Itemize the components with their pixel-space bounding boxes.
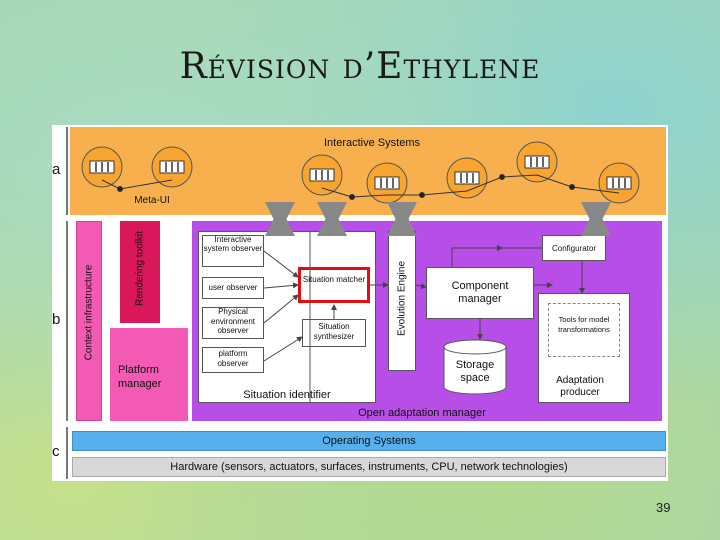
separator-b (66, 221, 68, 421)
row-label-c: c (52, 443, 60, 460)
tools-label: Tools for model transformations (558, 315, 610, 334)
row-b-connectors (263, 202, 611, 403)
row-label-a: a (52, 161, 61, 178)
user-observer-label: user observer (208, 283, 258, 292)
interactive-systems-label: Interactive Systems (324, 137, 420, 149)
operating-systems-bar (72, 431, 666, 451)
hardware-label: Hardware (sensors, actuators, surfaces, … (170, 461, 568, 473)
situation-synthesizer-label: Situation synthesizer (313, 322, 355, 341)
row-label-b: b (52, 311, 61, 328)
physical-environment-observer (202, 307, 264, 339)
operating-systems-label: Operating Systems (322, 435, 416, 447)
context-infrastructure-box (76, 221, 102, 421)
interactive-system-observer (202, 235, 264, 267)
page-number: 39 (656, 500, 671, 515)
component-manager-box (426, 267, 534, 319)
interactive-system-observer-label: Interactive system observer (203, 235, 263, 253)
adaptation-producer-label: Adaptation producer (556, 375, 604, 398)
physical-environment-observer-label: Physical environment observer (210, 307, 256, 335)
platform-manager-label: Platform manager (118, 364, 162, 390)
platform-observer-label: platform observer (217, 349, 249, 368)
user-observer (202, 277, 264, 299)
component-manager-label: Component manager (451, 280, 509, 305)
situation-synthesizer-box (302, 319, 366, 347)
configurator-label: Configurator (551, 244, 597, 253)
situation-identifier-label: Situation identifier (243, 389, 331, 401)
slide-title: Révision d’Ethylene (179, 46, 541, 87)
configurator-box (542, 235, 606, 261)
separator-a (66, 127, 68, 215)
platform-manager-box (110, 328, 188, 421)
meta-ui-label: Meta-UI (134, 195, 170, 206)
architecture-diagram: a b c Interactive Systems Meta-UI (52, 125, 668, 481)
storage-space-icon (443, 339, 507, 395)
rendering-toolkit-box (120, 221, 160, 323)
storage-space-label: Storage space (455, 359, 495, 384)
tools-box (548, 303, 620, 357)
diagram-connectors (81, 141, 640, 204)
situation-matcher-label: Situation matcher (302, 275, 366, 284)
separator-c (66, 427, 68, 479)
open-adaptation-manager-label: Open adaptation manager (358, 407, 486, 419)
hardware-bar (72, 457, 666, 477)
evolution-engine-box (388, 231, 416, 371)
platform-observer (202, 347, 264, 373)
